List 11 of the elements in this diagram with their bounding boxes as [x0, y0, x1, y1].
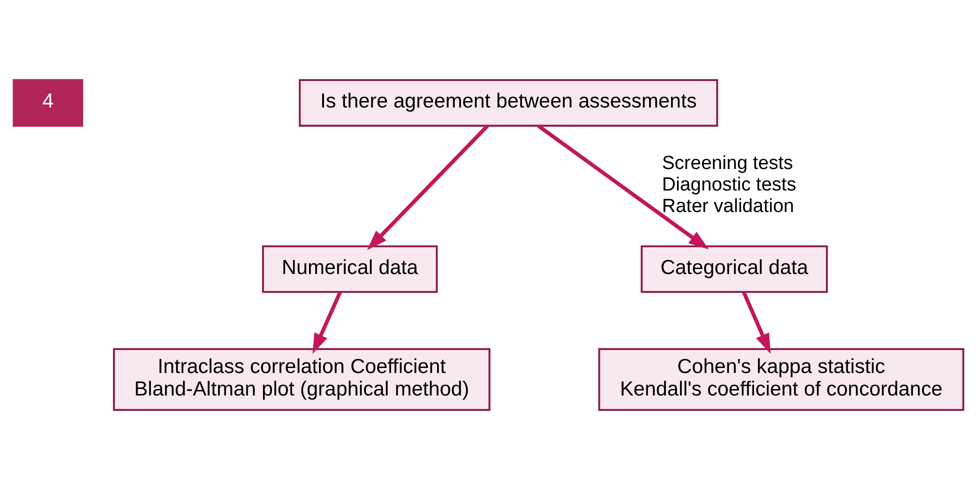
arrow	[742, 290, 771, 354]
node-box: Cohen's kappa statistic Kendall's coefficient of concordance	[598, 348, 964, 410]
node-box: Numerical data	[262, 244, 438, 292]
node-box: Intraclass correlation Coefficient Bland-Altman plot (graphical method)	[112, 348, 490, 410]
node-box: Categorical data	[640, 244, 828, 292]
node-box: 4	[12, 78, 84, 126]
arrow	[537, 124, 709, 249]
edge-label: Screening tests Diagnostic tests Rater validation	[662, 152, 796, 217]
node-box: Is there agreement between assessments	[298, 78, 718, 126]
arrow	[367, 124, 489, 250]
arrow	[312, 290, 342, 354]
